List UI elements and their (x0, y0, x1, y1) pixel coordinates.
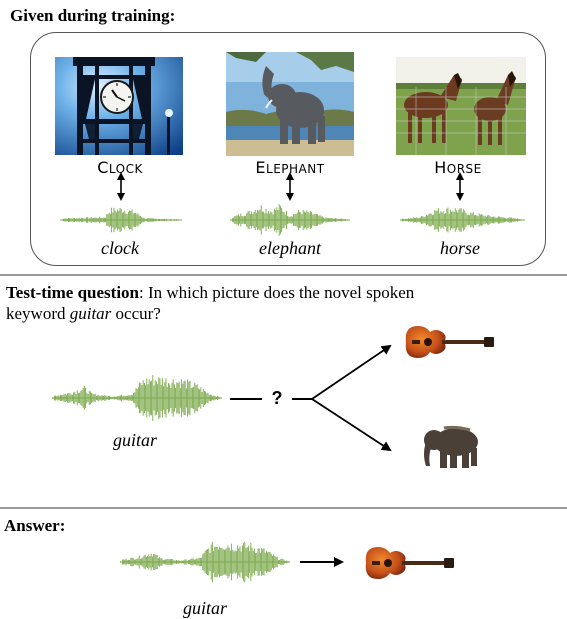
waveform-clock (60, 207, 182, 233)
waveform-guitar-answer (120, 541, 290, 583)
guitar-answer-image (365, 547, 454, 579)
spoken-word-clock: clock (101, 238, 139, 258)
training-heading: Given during training: (10, 6, 176, 25)
horse-image (396, 57, 526, 155)
waveform-horse (400, 207, 525, 233)
test-question: Test-time question: In which picture doe… (6, 283, 415, 323)
spoken-word-elephant: elephant (259, 238, 321, 258)
unknown-marker: ? (271, 388, 283, 408)
waveform-elephant (230, 204, 350, 236)
waveform-guitar-test (52, 374, 222, 422)
clock-tower-image (55, 57, 183, 155)
answer-heading: Answer: (4, 516, 66, 535)
guitar-image (405, 326, 494, 358)
spoken-word-horse: horse (440, 238, 480, 258)
elephant-cutout-image (424, 425, 478, 468)
section-divider-1 (0, 274, 567, 276)
word-label-elephant: ELEPHANT (255, 158, 325, 177)
spoken-word-guitar-test: guitar (112, 430, 157, 450)
elephant-image (226, 52, 354, 156)
training-box (30, 32, 546, 266)
word-label-horse: HORSE (434, 158, 482, 177)
section-divider-2 (0, 507, 567, 509)
spoken-word-guitar-answer: guitar (182, 598, 227, 618)
